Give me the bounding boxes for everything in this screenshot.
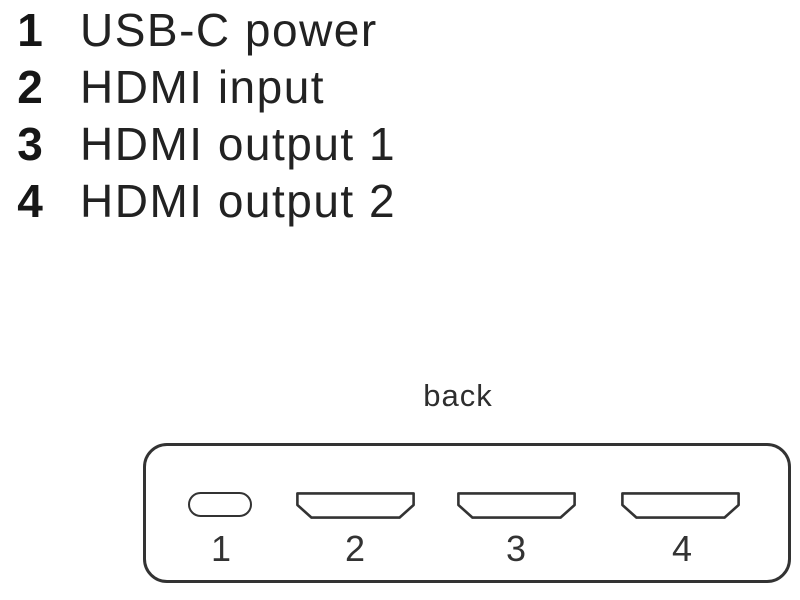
legend-item: 1 USB-C power [8,2,396,59]
legend-item: 2 HDMI input [8,59,396,116]
diagram-view-label: back [423,378,493,413]
legend-item-label: HDMI output 2 [80,175,397,227]
port-number-label: 1 [210,528,232,569]
legend-item: 4 HDMI output 2 [8,173,396,230]
legend-item-number: 4 [17,175,43,227]
port-legend: 1 USB-C power 2 HDMI input 3 HDMI output… [8,2,396,230]
legend-item-number: 2 [17,61,43,113]
usb-c-port-icon [188,492,252,517]
legend-item-number: 3 [17,118,43,170]
legend-item: 3 HDMI output 1 [8,116,396,173]
legend-item-label: HDMI output 1 [80,118,397,170]
port-number-label: 3 [505,528,527,569]
legend-item-label: USB-C power [80,4,378,56]
hdmi-port-icon [621,492,740,519]
port-number-label: 4 [671,528,693,569]
legend-item-number: 1 [17,4,43,56]
hdmi-port-icon [296,492,415,519]
device-back-panel-outline: 1 2 3 4 [143,443,791,583]
hdmi-port-icon [457,492,576,519]
port-number-label: 2 [344,528,366,569]
legend-item-label: HDMI input [80,61,326,113]
